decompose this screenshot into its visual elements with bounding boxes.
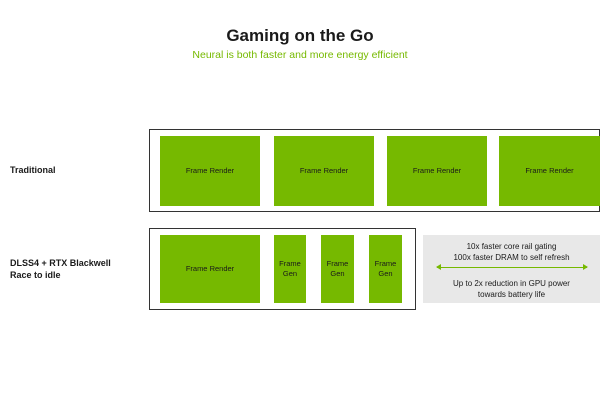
power-savings-bottom-text: Up to 2x reduction in GPU power towards … (423, 278, 600, 300)
row-label-traditional: Traditional (10, 164, 56, 176)
power-savings-panel: 10x faster core rail gating 100x faster … (423, 235, 600, 303)
info-line-1: 10x faster core rail gating (466, 242, 557, 251)
frame-gen-1-line1: Frame (279, 259, 301, 268)
row-label-dlss: DLSS4 + RTX Blackwell Race to idle (10, 257, 111, 281)
dlss-frame-gen-3: Frame Gen (369, 235, 402, 303)
row-label-dlss-line2: Race to idle (10, 270, 61, 280)
row-label-dlss-line1: DLSS4 + RTX Blackwell (10, 258, 111, 268)
frame-gen-2-line1: Frame (326, 259, 349, 268)
frame-gen-3-line2: Gen (378, 269, 393, 278)
power-savings-top-text: 10x faster core rail gating 100x faster … (423, 241, 600, 263)
dlss-frame-gen-2: Frame Gen (321, 235, 354, 303)
traditional-frame-render-4: Frame Render (499, 136, 600, 206)
dlss-frame-gen-1: Frame Gen (274, 235, 306, 303)
traditional-frame-render-1: Frame Render (160, 136, 260, 206)
frame-gen-2-line2: Gen (330, 269, 345, 278)
info-line-3: Up to 2x reduction in GPU power (453, 279, 570, 288)
page-subtitle: Neural is both faster and more energy ef… (192, 49, 408, 61)
traditional-frame-render-3: Frame Render (387, 136, 487, 206)
page-title: Gaming on the Go (226, 26, 374, 45)
info-line-2: 100x faster DRAM to self refresh (453, 253, 570, 262)
dlss-frame-render: Frame Render (160, 235, 260, 303)
traditional-frame-render-2: Frame Render (274, 136, 374, 206)
double-arrow-icon (436, 264, 588, 270)
frame-gen-1-line2: Gen (282, 269, 298, 278)
info-line-4: towards battery life (477, 290, 546, 299)
frame-gen-3-line1: Frame (374, 259, 397, 268)
row-label-traditional-text: Traditional (10, 165, 56, 175)
